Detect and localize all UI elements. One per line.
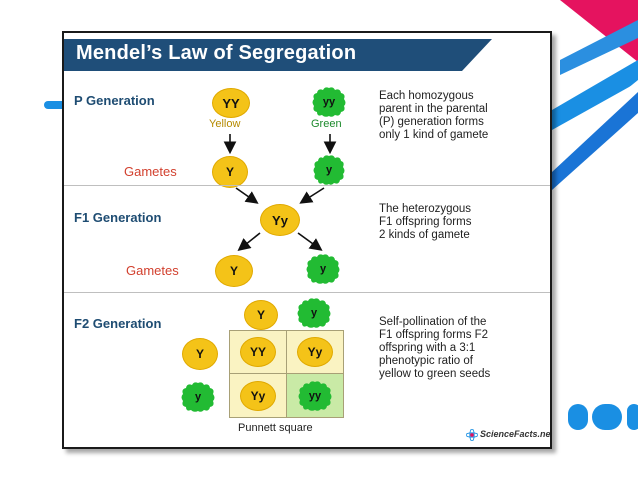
punnett-genotype-4: yy: [308, 389, 322, 402]
punnett-seed-1: YY: [240, 337, 276, 367]
green-pea-icon: [298, 380, 332, 411]
f1-offspring-genotype: Yy: [272, 212, 288, 228]
punnett-cell-4: yy: [286, 373, 344, 418]
green-parent-genotype: yy: [322, 96, 336, 108]
blue-stripe-lower: [552, 92, 638, 190]
arrow-f1-to-yellow-gamete: [237, 232, 261, 251]
p-gamete-green-allele: y: [325, 164, 333, 176]
f2-top-green-allele: y: [310, 307, 318, 319]
p-generation-description: Each homozygous parent in the parental (…: [379, 90, 489, 141]
f1-gamete-green-allele: y: [319, 263, 327, 275]
blue-pill-right-3: [627, 404, 638, 430]
f2-left-green-gamete: y: [181, 382, 215, 412]
p-generation-label: P Generation: [74, 93, 155, 108]
punnett-seed-2: Yy: [297, 337, 333, 367]
arrow-gamete-g-to-f1: [299, 187, 325, 204]
green-pea-icon: [312, 87, 346, 117]
punnett-genotype-1: YY: [249, 345, 266, 359]
f1-generation-description: The heterozygous F1 offspring forms 2 ki…: [379, 203, 472, 241]
f2-left-yellow-allele: Y: [195, 347, 204, 361]
green-parent-seed: yy: [312, 87, 346, 117]
sciencefacts-logo-text: ScienceFacts.net: [480, 429, 552, 439]
page-title: Mendel’s Law of Segregation: [76, 42, 357, 64]
p-gamete-green: y: [313, 155, 345, 185]
f1-offspring-seed: Yy: [260, 204, 300, 236]
f2-left-green-allele: y: [194, 391, 202, 403]
punnett-cell-1: YY: [229, 330, 287, 374]
punnett-seed-3: Yy: [240, 380, 276, 411]
punnett-genotype-3: Yy: [250, 388, 266, 403]
punnett-genotype-2: Yy: [307, 345, 323, 359]
arrow-f1-to-green-gamete: [297, 232, 323, 251]
f2-top-yellow-allele: Y: [256, 308, 265, 322]
green-pea-icon: [181, 382, 215, 412]
f1-gamete-green: y: [306, 254, 340, 284]
divider-f1-f2: [64, 292, 550, 293]
green-pea-icon: [306, 254, 340, 284]
green-pea-icon: [297, 298, 331, 328]
yellow-parent-genotype: YY: [222, 95, 240, 111]
f2-left-yellow-gamete: Y: [182, 338, 218, 370]
punnett-seed-4: yy: [298, 380, 332, 411]
arrow-gamete-y-to-f1: [235, 187, 259, 204]
yellow-caption: Yellow: [209, 118, 241, 130]
f1-gamete-yellow: Y: [215, 255, 253, 287]
f2-top-yellow-gamete: Y: [244, 300, 278, 330]
blue-pill-left: [44, 101, 66, 109]
divider-p-f1: [64, 185, 550, 186]
white-gap-stripe: [552, 80, 638, 165]
f1-generation-label: F1 Generation: [74, 210, 162, 225]
blue-stripe-middle: [552, 60, 638, 130]
f2-generation-label: F2 Generation: [74, 316, 162, 331]
sciencefacts-logo-icon: [465, 428, 479, 442]
f1-gametes-label: Gametes: [126, 263, 179, 278]
title-banner: [64, 39, 492, 71]
f2-top-green-gamete: y: [297, 298, 331, 328]
punnett-cell-3: Yy: [229, 373, 287, 418]
arrows: [223, 134, 337, 251]
green-caption: Green: [311, 118, 342, 130]
diagram-card: Mendel’s Law of Segregation P Generation…: [62, 31, 552, 449]
green-pea-icon: [313, 155, 345, 185]
punnett-cell-2: Yy: [286, 330, 344, 374]
blue-stripe-top: [560, 20, 638, 75]
yellow-parent-seed: YY: [212, 88, 250, 118]
f1-gamete-yellow-allele: Y: [229, 264, 238, 278]
p-gametes-label: Gametes: [124, 164, 177, 179]
f2-generation-description: Self-pollination of the F1 offspring for…: [379, 316, 491, 380]
blue-pill-right-2: [592, 404, 622, 430]
blue-pill-right-1: [568, 404, 588, 430]
punnett-caption: Punnett square: [238, 422, 313, 434]
p-gamete-yellow-allele: Y: [225, 165, 234, 179]
p-gamete-yellow: Y: [212, 156, 248, 188]
